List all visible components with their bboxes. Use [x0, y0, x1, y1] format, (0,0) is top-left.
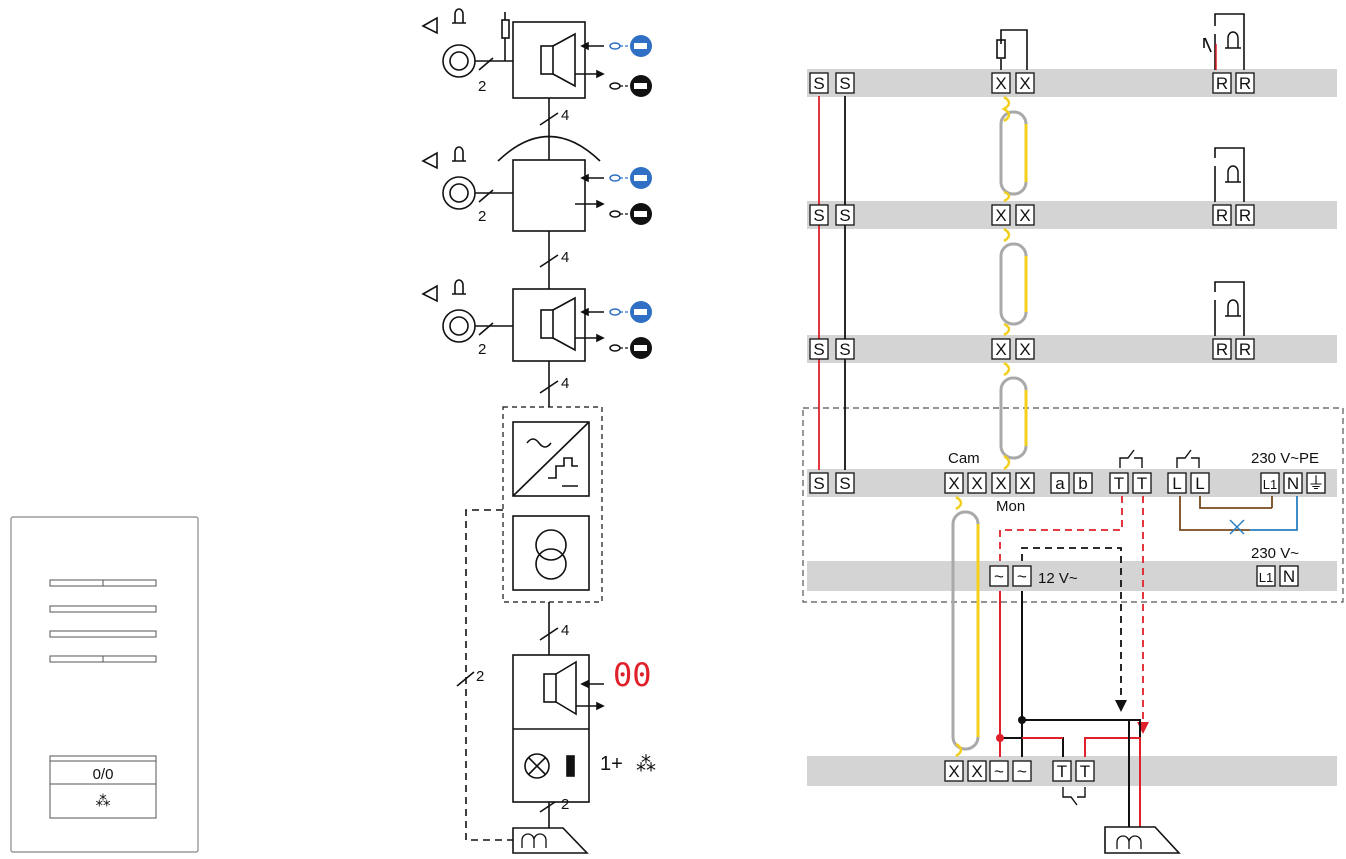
wiring-plan: S S X X R R S S X X R R S S X X R R S S … — [802, 13, 1344, 854]
bell-icon — [452, 279, 466, 295]
terminal-s: S — [839, 206, 850, 225]
cable-count: 4 — [561, 107, 569, 124]
terminal-t: T — [1114, 474, 1124, 493]
terminal-x: X — [1019, 340, 1030, 359]
terminal-l: L — [1172, 474, 1181, 493]
terminal-x: X — [995, 340, 1006, 359]
transformer-icon — [535, 529, 567, 580]
door-opener — [512, 827, 589, 854]
speaker-icon — [421, 16, 438, 35]
terminal-n: N — [1283, 567, 1295, 586]
push-button-icon — [1214, 147, 1245, 202]
cam-label: Cam — [948, 450, 980, 467]
terminal-s: S — [813, 206, 824, 225]
indoor-station-1 — [421, 8, 605, 99]
lamp-icon — [524, 753, 550, 779]
terminal-b: b — [1078, 474, 1087, 493]
supply-label: 230 V~ — [1251, 545, 1299, 562]
speaker-icon — [421, 284, 438, 303]
bell-icon — [1225, 165, 1241, 183]
terminal-t: T — [1057, 762, 1067, 781]
cable-count: 4 — [561, 249, 569, 266]
seven-segment-display: 00 — [613, 656, 652, 694]
terminal-l1: L1 — [1263, 477, 1277, 492]
speaker-icon — [421, 151, 438, 170]
terminal-blocks: S S X X R R S S X X R R S S X X R R S S … — [809, 72, 1326, 782]
terminal-s: S — [813, 340, 824, 359]
handset-icon — [442, 176, 476, 210]
terminal-s: S — [839, 340, 850, 359]
terminal-x: X — [995, 74, 1006, 93]
low-voltage-label: 12 V~ — [1038, 570, 1078, 587]
push-button-icon — [1214, 13, 1245, 70]
resistor-icon — [996, 39, 1006, 59]
cable-count: 4 — [561, 622, 569, 639]
bell-icon — [1225, 31, 1241, 49]
terminal-x: X — [948, 474, 959, 493]
cable-count: 4 — [561, 375, 569, 392]
terminal-x: X — [1019, 474, 1030, 493]
terminal-x: X — [995, 474, 1006, 493]
bell-icon — [452, 146, 466, 162]
terminal-ac: ~ — [994, 762, 1004, 781]
terminal-r: R — [1239, 74, 1251, 93]
terminal-l1: L1 — [1259, 570, 1273, 585]
block-schematic — [421, 8, 605, 854]
panel-counter-label: 0/0 — [93, 766, 114, 783]
handset-icon — [442, 44, 476, 78]
terminal-x: X — [1019, 206, 1030, 225]
schematic-labels: 2 2 2 4 4 4 4 2 2 00 1+ ⁂ — [476, 78, 656, 813]
terminal-s: S — [813, 474, 824, 493]
terminal-a: a — [1055, 474, 1065, 493]
terminal-r: R — [1239, 340, 1251, 359]
terminal-r: R — [1216, 74, 1228, 93]
cable-count: 2 — [478, 78, 486, 95]
resistor-icon — [501, 19, 510, 39]
terminal-r: R — [1239, 206, 1251, 225]
ac-symbol — [526, 438, 552, 448]
terminal-t: T — [1080, 762, 1090, 781]
indoor-station-2 — [421, 135, 605, 232]
function-buttons[interactable] — [609, 35, 652, 359]
terminal-l: L — [1195, 474, 1204, 493]
dc-symbol — [548, 457, 578, 487]
bell-icon — [452, 8, 466, 24]
power-supply-unit — [502, 406, 603, 603]
name-plate-buttons[interactable] — [49, 579, 157, 663]
terminal-r: R — [1216, 340, 1228, 359]
terminal-n: N — [1287, 474, 1299, 493]
door-station-front-panel: 0/0 ⁂ — [10, 516, 199, 853]
terminal-x: X — [948, 762, 959, 781]
ground-icon: ⏚ — [1308, 474, 1325, 493]
cable-count: 2 — [478, 341, 486, 358]
light-count-label: 1+ — [600, 753, 623, 775]
cable-count: 2 — [478, 208, 486, 225]
push-button-icon — [1214, 281, 1245, 336]
terminal-s: S — [839, 74, 850, 93]
cable-count: 2 — [561, 796, 569, 813]
terminal-x: X — [971, 474, 982, 493]
mon-label: Mon — [996, 498, 1025, 515]
cable-count: 2 — [476, 668, 484, 685]
handset-icon — [442, 309, 476, 343]
terminal-ac: ~ — [994, 567, 1004, 586]
terminal-r: R — [1216, 206, 1228, 225]
camera-icon — [566, 755, 575, 777]
terminal-x: X — [995, 206, 1006, 225]
bell-icon — [1225, 299, 1241, 317]
indoor-station-3 — [421, 279, 605, 362]
terminal-s: S — [839, 474, 850, 493]
terminal-ac: ~ — [1017, 567, 1027, 586]
terminal-x: X — [971, 762, 982, 781]
panel-light-icon: ⁂ — [96, 792, 111, 810]
terminal-t: T — [1137, 474, 1147, 493]
coax-cable — [951, 95, 1028, 758]
light-icon: ⁂ — [636, 754, 656, 776]
supply-pe-label: 230 V~PE — [1251, 450, 1319, 467]
terminal-s: S — [813, 74, 824, 93]
terminal-x: X — [1019, 74, 1030, 93]
outdoor-station — [512, 654, 605, 803]
terminal-ac: ~ — [1017, 762, 1027, 781]
